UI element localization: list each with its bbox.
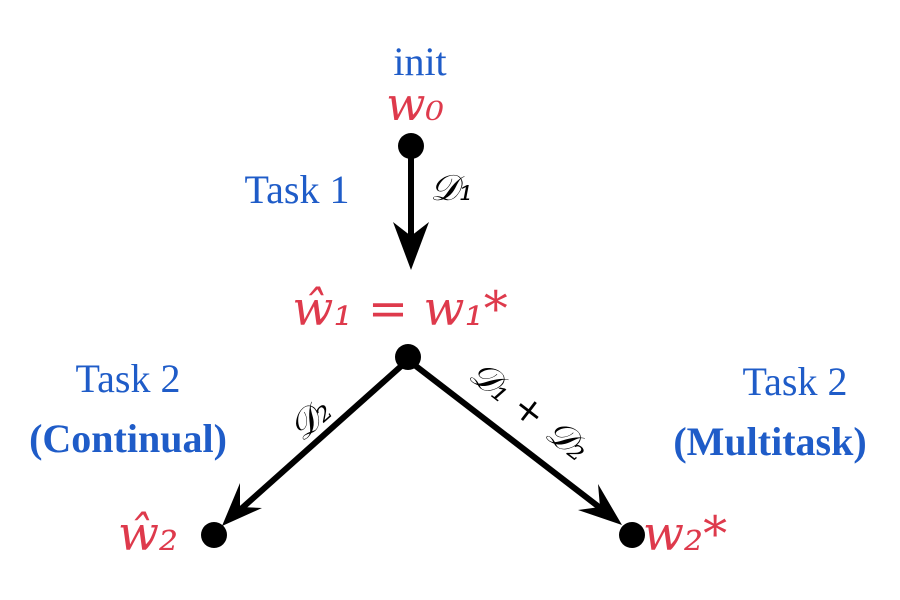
task2-continual-label: Task 2 [76, 356, 181, 401]
init-label: init [393, 39, 446, 84]
multitask-mode-label: (Multitask) [673, 419, 866, 464]
node-w0-dot [398, 133, 424, 159]
w1-label: ŵ₁ = w₁* [292, 281, 507, 337]
w2-multitask-label: w₂* [643, 506, 727, 562]
task1-label: Task 1 [245, 167, 350, 212]
node-w2-multitask-dot [619, 522, 645, 548]
d1-edge-label: 𝒟₁ [430, 168, 473, 209]
d2-edge-label: 𝒟₂ [281, 390, 341, 449]
arrow-w1-to-w2-multitask [406, 357, 622, 525]
arrow-w1-to-w2-continual [222, 357, 410, 526]
task2-multitask-label: Task 2 [743, 359, 848, 404]
w0-label: w₀ [386, 77, 444, 131]
continual-mode-label: (Continual) [29, 416, 227, 461]
arrow-w0-to-w1 [393, 150, 429, 270]
node-w2-continual-dot [201, 522, 227, 548]
w2-continual-label: ŵ₂ [118, 506, 178, 562]
node-w1-dot [395, 344, 421, 370]
